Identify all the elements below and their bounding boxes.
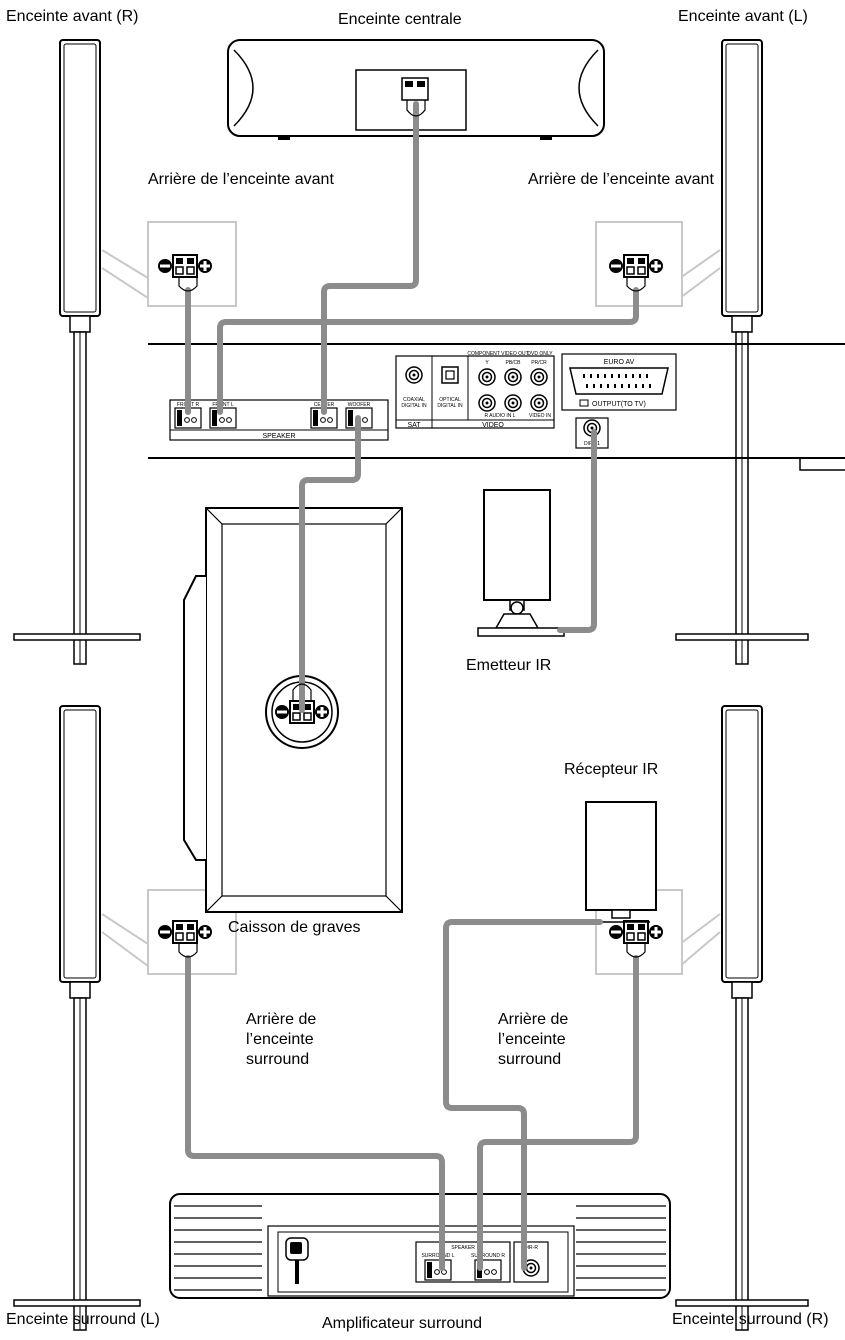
label-surround-left: Enceinte surround (L): [6, 1311, 160, 1328]
svg-text:DIGITAL IN: DIGITAL IN: [437, 403, 463, 409]
svg-text:SAT: SAT: [407, 422, 421, 429]
svg-text:FRONT L: FRONT L: [212, 402, 234, 408]
label-surround-amp: Amplificateur surround: [322, 1315, 483, 1332]
front-right-speaker: [13, 39, 141, 665]
cable-center: [321, 101, 419, 415]
svg-text:SURROUND L: SURROUND L: [421, 1253, 454, 1259]
svg-text:DVD ONLY: DVD ONLY: [527, 351, 553, 357]
ir-emitter: [477, 489, 565, 637]
cables: [185, 101, 639, 1271]
svg-text:SPEAKER: SPEAKER: [262, 433, 295, 440]
svg-text:OUTPUT(TO TV): OUTPUT(TO TV): [592, 401, 646, 408]
svg-text:Y: Y: [485, 360, 489, 366]
svg-text:VIDEO IN: VIDEO IN: [529, 413, 551, 419]
label-front-left: Enceinte avant (L): [678, 8, 808, 25]
surround-amplifier: SPEAKER SURROUND L SURROUND R DIR-R: [169, 1193, 671, 1299]
svg-text:DIGITAL IN: DIGITAL IN: [401, 403, 427, 409]
svg-text:VIDEO: VIDEO: [482, 422, 504, 429]
svg-text:WOOFER: WOOFER: [348, 402, 371, 408]
cable-ir-emitter: [557, 429, 597, 633]
cable-ir-receiver: [443, 919, 603, 1271]
label-surround-right: Enceinte surround (R): [672, 1311, 829, 1328]
svg-text:EURO AV: EURO AV: [604, 359, 635, 366]
svg-text:COAXIAL: COAXIAL: [403, 397, 425, 403]
cable-surround-left: [185, 955, 445, 1271]
label-rear-surround-left: Arrière de l’enceinte surround: [246, 1011, 317, 1068]
svg-text:PB/CB: PB/CB: [505, 360, 521, 366]
svg-text:R AUDIO IN L: R AUDIO IN L: [484, 413, 515, 419]
label-rear-surround-right: Arrière de l’enceinte surround: [498, 1011, 569, 1068]
front-left-speaker: [675, 39, 809, 665]
label-rear-front-left: Arrière de l’enceinte avant: [148, 171, 334, 188]
surround-right-speaker: [675, 705, 809, 1331]
svg-text:OPTICAL: OPTICAL: [439, 397, 461, 403]
cable-surround-right: [477, 955, 639, 1271]
label-ir-emitter: Emetteur IR: [466, 657, 552, 674]
main-unit-panel: SPEAKER FRONT R FRONT L CENTER WOOFER SA…: [148, 343, 845, 471]
svg-text:DIR-R: DIR-R: [524, 1245, 538, 1251]
label-rear-front-right: Arrière de l’enceinte avant: [528, 171, 714, 188]
svg-text:PR/CR: PR/CR: [531, 360, 547, 366]
label-ir-receiver: Récepteur IR: [564, 761, 659, 778]
cable-front-left: [217, 287, 639, 415]
svg-text:COMPONENT VIDEO OUT: COMPONENT VIDEO OUT: [467, 351, 528, 357]
callout-front-right: [101, 221, 237, 307]
cable-woofer: [299, 415, 361, 713]
callout-front-left: [595, 221, 721, 307]
ir-receiver: [585, 801, 657, 923]
label-subwoofer: Caisson de graves: [228, 919, 361, 936]
label-front-right: Enceinte avant (R): [6, 8, 139, 25]
svg-text:SPEAKER: SPEAKER: [451, 1245, 475, 1251]
subwoofer: [183, 507, 403, 913]
svg-text:SURROUND R: SURROUND R: [471, 1253, 505, 1259]
center-speaker: [227, 39, 605, 140]
label-center: Enceinte centrale: [338, 11, 462, 28]
surround-left-speaker: [13, 705, 141, 1331]
